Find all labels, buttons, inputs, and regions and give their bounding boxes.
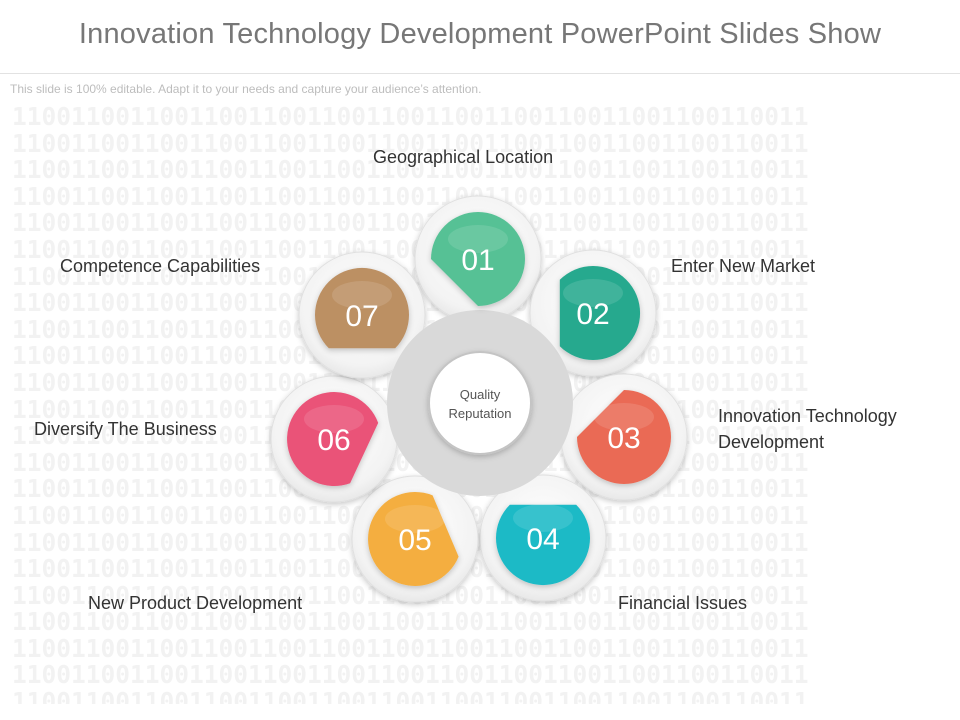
petal-number-05: 05 xyxy=(398,524,431,557)
center-inner-circle xyxy=(428,351,532,455)
petal-05 xyxy=(368,491,459,586)
center-label-line1: Quality xyxy=(460,387,501,402)
petal-highlight-03 xyxy=(594,403,654,431)
binary-pattern-line: 1100110011001100110011001100110011001100… xyxy=(12,208,809,238)
petal-02 xyxy=(559,266,641,360)
petal-highlight-07 xyxy=(332,281,392,309)
label-financial-issues: Financial Issues xyxy=(618,593,748,613)
binary-pattern-line: 1100110011001100110011001100110011001100… xyxy=(12,181,809,211)
binary-pattern-line: 1100110011001100110011001100110011001100… xyxy=(12,660,809,690)
petal-01 xyxy=(431,212,525,306)
label-enter-new-market: Enter New Market xyxy=(671,256,816,276)
label-innovation-technology-development-line1: Innovation Technology xyxy=(718,406,897,426)
petal-number-02: 02 xyxy=(576,298,609,331)
petal-highlight-02 xyxy=(563,279,623,307)
label-diversify-the-business: Diversify The Business xyxy=(34,419,217,439)
binary-pattern-line: 1100110011001100110011001100110011001100… xyxy=(12,128,809,158)
petal-number-06: 06 xyxy=(317,424,350,457)
binary-pattern-line: 1100110011001100110011001100110011001100… xyxy=(12,234,809,264)
petal-number-04: 04 xyxy=(526,523,559,556)
label-geographical-location: Geographical Location xyxy=(373,147,554,167)
petal-06 xyxy=(287,392,379,487)
petal-number-07: 07 xyxy=(345,300,378,333)
petal-highlight-05 xyxy=(385,505,445,533)
petal-03 xyxy=(577,390,671,484)
center-label-line2: Reputation xyxy=(449,406,512,421)
binary-pattern-line: 1100110011001100110011001100110011001100… xyxy=(12,104,809,131)
petal-04 xyxy=(496,504,590,586)
slide-title: Innovation Technology Development PowerP… xyxy=(78,18,882,50)
binary-pattern-line: 1100110011001100110011001100110011001100… xyxy=(12,607,809,637)
petal-highlight-06 xyxy=(304,405,364,433)
petal-number-01: 01 xyxy=(461,244,494,277)
binary-pattern-line: 1100110011001100110011001100110011001100… xyxy=(12,687,809,704)
label-competence-capabilities: Competence Capabilities xyxy=(60,256,261,276)
title-divider xyxy=(0,73,960,74)
slide-subtitle: This slide is 100% editable. Adapt it to… xyxy=(10,82,482,96)
label-new-product-development: New Product Development xyxy=(88,593,303,613)
petal-highlight-04 xyxy=(513,504,573,532)
petal-highlight-01 xyxy=(448,225,508,253)
label-innovation-technology-development-line2: Development xyxy=(718,432,825,452)
petal-number-03: 03 xyxy=(607,422,640,455)
petal-07 xyxy=(314,267,409,349)
binary-pattern-line: 1100110011001100110011001100110011001100… xyxy=(12,633,809,663)
binary-pattern-line: 1100110011001100110011001100110011001100… xyxy=(12,155,809,185)
